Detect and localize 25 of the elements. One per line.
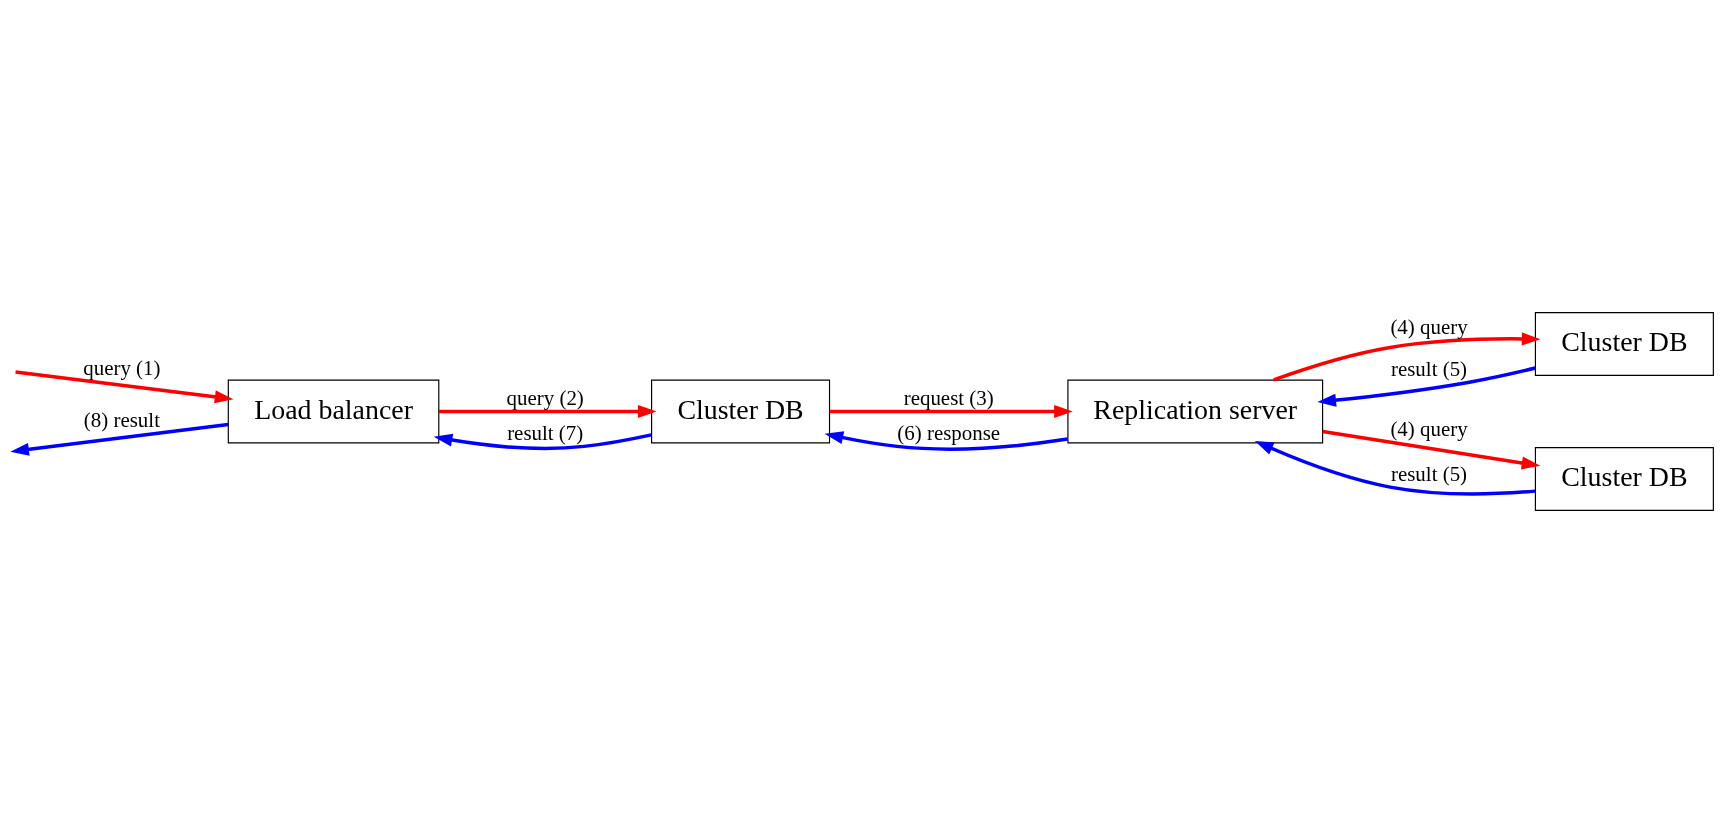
edge-label: result (5) [1390, 461, 1468, 486]
arrow [15, 370, 234, 404]
arrow [1273, 332, 1541, 382]
node-box: Cluster DB [651, 379, 831, 444]
arrow [824, 431, 1068, 451]
arrow [1317, 366, 1536, 407]
edge-label: (8) result [83, 408, 160, 433]
arrow [1322, 429, 1541, 470]
edge-label: (4) query [1390, 315, 1468, 340]
edge-label: request (3) [903, 385, 994, 410]
arrow [433, 433, 652, 451]
edge-label: result (5) [1390, 356, 1468, 381]
arrow [830, 404, 1073, 419]
edge-label: query (1) [83, 355, 161, 380]
edge-label: (4) query [1390, 417, 1468, 442]
arrow [1254, 440, 1536, 496]
node-box: Load balancer [227, 379, 440, 444]
node-box: Replication server [1067, 379, 1324, 444]
edge-label: result (7) [507, 420, 584, 445]
edge-label: query (2) [506, 385, 584, 410]
edge-label: (6) response [897, 420, 1001, 445]
arrow [10, 422, 229, 456]
node-box: Cluster DB [1534, 312, 1714, 377]
node-box: Cluster DB [1534, 446, 1714, 511]
arrow [438, 404, 657, 419]
